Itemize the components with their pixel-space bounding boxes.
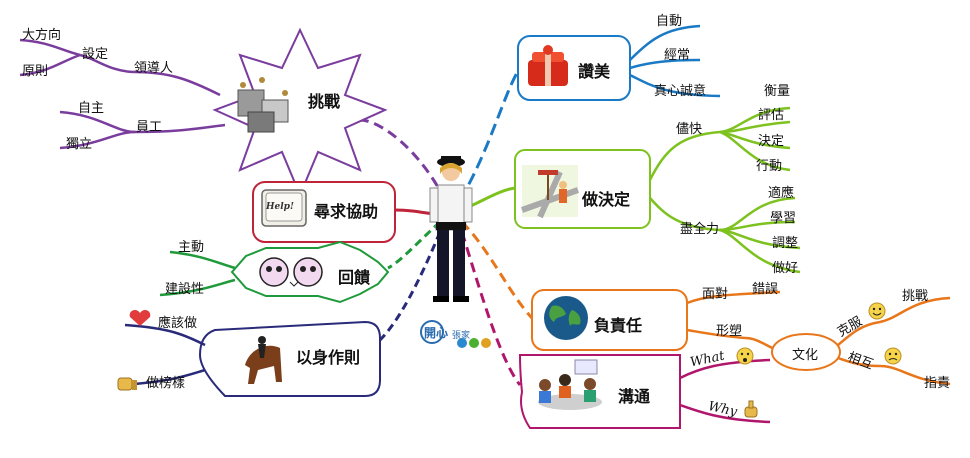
should-do-label: 應該做	[158, 316, 198, 331]
adapt-label: 適應	[768, 186, 795, 201]
connector-praise	[458, 67, 522, 201]
decide-label: 做決定	[582, 190, 631, 209]
center-logo	[420, 320, 491, 348]
staff-label: 員工	[136, 120, 163, 135]
help-key-icon	[261, 189, 307, 227]
shape-label: 形塑	[716, 324, 743, 339]
set-label: 設定	[82, 47, 109, 62]
often-label: 經常	[664, 48, 691, 63]
praise-label: 讚美	[578, 62, 611, 81]
logo-sub-text: 張家	[452, 331, 471, 341]
crossroads-icon	[520, 165, 580, 219]
police-officer-figure	[429, 156, 473, 302]
meeting-icon	[538, 359, 602, 410]
culture-label: 文化	[792, 348, 819, 363]
connector-communicate	[460, 231, 522, 386]
challenge-label: 挑戰	[308, 92, 341, 111]
communicate-node[interactable]	[518, 354, 681, 429]
happy-face-icon	[868, 302, 886, 320]
be-example-label: 做榜樣	[146, 376, 186, 391]
worried-face-icon	[884, 347, 902, 365]
act-label: 行動	[756, 159, 783, 174]
mistake-label: 錯誤	[752, 282, 779, 297]
connector-challenge	[359, 118, 447, 201]
responsible-label: 負責任	[594, 316, 643, 335]
communicate-label: 溝通	[618, 387, 651, 406]
center-connectors	[359, 67, 534, 386]
heart-icon	[129, 310, 151, 326]
puzzle-people-icon	[237, 77, 289, 133]
sincere-label: 真心誠意	[654, 84, 707, 99]
challenge-branches	[19, 38, 226, 150]
determine-label: 決定	[758, 134, 785, 149]
learn-label: 學習	[770, 211, 797, 226]
logo-main-text: 開心	[424, 326, 449, 340]
adjust-label: 調整	[772, 236, 799, 251]
role-model-label: 以身作則	[296, 348, 361, 367]
communicate-branches	[679, 358, 771, 424]
evaluate-label: 評估	[758, 108, 785, 123]
feedback-branches	[159, 250, 236, 297]
do-well-label: 做好	[772, 261, 799, 276]
blame-label: 指責	[924, 376, 951, 391]
globe-icon	[544, 296, 588, 340]
principle-label: 原則	[22, 64, 49, 79]
face-label: 面對	[702, 287, 729, 302]
thumb-icon	[117, 377, 137, 391]
connector-role-model	[378, 231, 442, 342]
culture-node[interactable]	[771, 333, 841, 371]
promptly-label: 儘快	[676, 122, 703, 137]
feedback-label: 回饋	[338, 268, 371, 287]
role-model-node[interactable]	[198, 320, 381, 397]
autonomy-label: 自主	[78, 101, 105, 116]
decide-branches	[648, 106, 801, 274]
talking-faces-icon	[259, 257, 323, 287]
leader-label: 領導人	[134, 61, 174, 76]
gift-icon	[528, 45, 568, 86]
connector-feedback	[387, 220, 442, 270]
measure-label: 衡量	[764, 84, 791, 99]
seek-help-label: 尋求協助	[314, 202, 379, 221]
horse-rider-icon	[245, 336, 282, 384]
thumbs-up-icon	[744, 400, 758, 418]
do-all-label: 盡全力	[680, 222, 720, 237]
surprised-face-icon	[736, 347, 754, 365]
independent-label: 獨立	[66, 137, 93, 152]
big-direction-label: 大方向	[22, 28, 62, 43]
challenge-leaf-label: 挑戰	[902, 289, 929, 304]
praise-branches	[629, 24, 721, 98]
automatic-label: 自動	[656, 14, 683, 29]
culture-branches	[837, 296, 951, 386]
proactive-label: 主動	[178, 240, 205, 255]
constructive-label: 建設性	[165, 282, 205, 297]
help-key-text: Help!	[266, 202, 294, 212]
